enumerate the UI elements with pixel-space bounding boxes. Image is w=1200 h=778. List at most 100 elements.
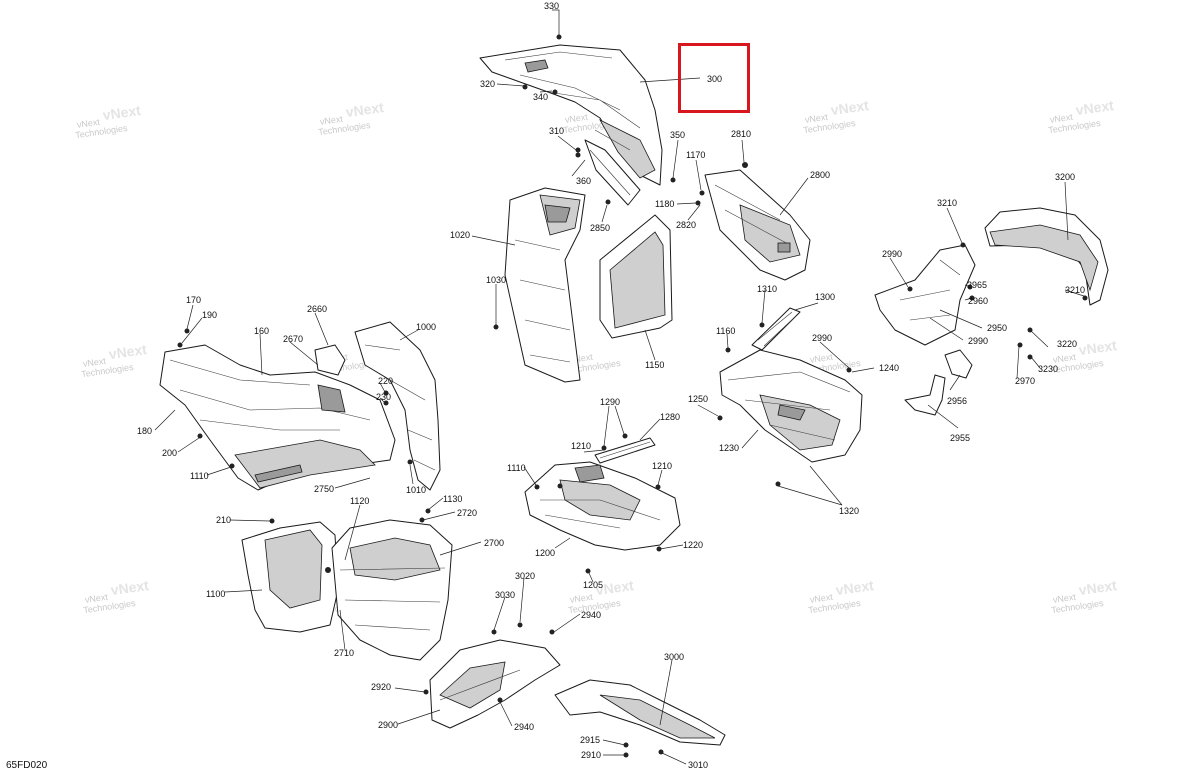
callout-1150[interactable]: 1150 bbox=[645, 360, 664, 370]
part-1020-inner-panel[interactable] bbox=[504, 187, 586, 383]
callout-2720[interactable]: 2720 bbox=[457, 508, 477, 518]
callout-2670[interactable]: 2670 bbox=[283, 334, 303, 344]
callout-1210a[interactable]: 1210 bbox=[571, 441, 591, 451]
callout-2990c[interactable]: 2990 bbox=[812, 333, 832, 343]
callout-1320[interactable]: 1320 bbox=[839, 506, 859, 516]
callout-3220[interactable]: 3220 bbox=[1057, 339, 1077, 349]
part-1100-lower-left-panel[interactable] bbox=[241, 521, 339, 633]
callout-labels: 330 320 340 300 310 350 360 2810 1170 11… bbox=[137, 1, 1085, 770]
callout-2900[interactable]: 2900 bbox=[378, 720, 398, 730]
part-2700-door-panel[interactable] bbox=[331, 519, 453, 661]
part-2955-plate[interactable] bbox=[904, 374, 946, 416]
callout-1280[interactable]: 1280 bbox=[660, 412, 680, 422]
callout-1020[interactable]: 1020 bbox=[450, 230, 470, 240]
callout-3210b[interactable]: 3210 bbox=[1065, 285, 1085, 295]
svg-text:vNext: vNext bbox=[809, 352, 834, 365]
callout-1130[interactable]: 1130 bbox=[443, 494, 462, 504]
callout-1310[interactable]: 1310 bbox=[757, 284, 777, 294]
callout-3030[interactable]: 3030 bbox=[495, 590, 515, 600]
watermark: vNext vNext Technologies bbox=[83, 577, 150, 615]
callout-2955[interactable]: 2955 bbox=[950, 433, 970, 443]
callout-330[interactable]: 330 bbox=[544, 1, 559, 11]
part-360-bracket[interactable] bbox=[584, 139, 641, 206]
callout-2700[interactable]: 2700 bbox=[484, 538, 504, 548]
part-2660-bracket[interactable] bbox=[314, 344, 346, 376]
part-300-front-cowl[interactable] bbox=[479, 44, 663, 186]
part-2956-small-bracket[interactable] bbox=[944, 349, 973, 379]
callout-180[interactable]: 180 bbox=[137, 426, 152, 436]
callout-160[interactable]: 160 bbox=[254, 326, 269, 336]
callout-3230[interactable]: 3230 bbox=[1038, 364, 1058, 374]
callout-1250[interactable]: 1250 bbox=[688, 394, 708, 404]
part-1280-step-plate[interactable] bbox=[594, 437, 656, 464]
callout-2965[interactable]: 2965 bbox=[967, 280, 987, 290]
callout-190[interactable]: 190 bbox=[202, 310, 217, 320]
part-1230-floor-right[interactable] bbox=[719, 349, 863, 463]
part-3200-side-cover[interactable] bbox=[984, 207, 1109, 306]
callout-300[interactable]: 300 bbox=[707, 74, 722, 84]
callout-2990b[interactable]: 2990 bbox=[968, 336, 988, 346]
callout-310[interactable]: 310 bbox=[549, 126, 564, 136]
callout-2920[interactable]: 2920 bbox=[371, 682, 391, 692]
callout-230[interactable]: 230 bbox=[376, 392, 391, 402]
callout-340[interactable]: 340 bbox=[533, 92, 548, 102]
callout-1200[interactable]: 1200 bbox=[535, 548, 555, 558]
part-1300-grille[interactable] bbox=[751, 307, 801, 351]
callout-1120[interactable]: 1120 bbox=[350, 496, 369, 506]
part-2950-bracket[interactable] bbox=[874, 244, 976, 346]
callout-200[interactable]: 200 bbox=[162, 448, 177, 458]
callout-3210a[interactable]: 3210 bbox=[937, 198, 957, 208]
callout-1010[interactable]: 1010 bbox=[406, 485, 426, 495]
callout-1030[interactable]: 1030 bbox=[486, 275, 506, 285]
part-2900-lower-center[interactable] bbox=[429, 639, 561, 729]
svg-text:vNext: vNext bbox=[595, 577, 635, 598]
callout-1110b[interactable]: 1110 bbox=[190, 471, 209, 481]
callout-1230[interactable]: 1230 bbox=[719, 443, 739, 453]
callout-1210b[interactable]: 1210 bbox=[652, 461, 672, 471]
part-2800-right-panel[interactable] bbox=[704, 169, 811, 281]
callout-1180[interactable]: 1180 bbox=[655, 199, 674, 209]
callout-2970[interactable]: 2970 bbox=[1015, 376, 1035, 386]
callout-3020[interactable]: 3020 bbox=[515, 571, 535, 581]
callout-2810[interactable]: 2810 bbox=[731, 129, 751, 139]
callout-360[interactable]: 360 bbox=[576, 176, 591, 186]
callout-1160[interactable]: 1160 bbox=[716, 326, 735, 336]
part-160-left-fender[interactable] bbox=[159, 344, 396, 491]
part-1200-center-floor[interactable] bbox=[524, 461, 681, 551]
callout-170[interactable]: 170 bbox=[186, 295, 201, 305]
callout-1290[interactable]: 1290 bbox=[600, 397, 620, 407]
callout-2660[interactable]: 2660 bbox=[307, 304, 327, 314]
part-1150-side-panel[interactable] bbox=[599, 214, 673, 339]
callout-2710[interactable]: 2710 bbox=[334, 648, 354, 658]
callout-210[interactable]: 210 bbox=[216, 515, 231, 525]
callout-320[interactable]: 320 bbox=[480, 79, 495, 89]
callout-2915[interactable]: 2915 bbox=[580, 735, 600, 745]
callout-220[interactable]: 220 bbox=[378, 376, 393, 386]
callout-3010[interactable]: 3010 bbox=[688, 760, 708, 770]
callout-2990a[interactable]: 2990 bbox=[882, 249, 902, 259]
callout-1205[interactable]: 1205 bbox=[583, 580, 603, 590]
callout-1300[interactable]: 1300 bbox=[815, 292, 835, 302]
callout-350[interactable]: 350 bbox=[670, 130, 685, 140]
callout-1000[interactable]: 1000 bbox=[416, 322, 436, 332]
callout-2940a[interactable]: 2940 bbox=[581, 610, 601, 620]
callout-2910[interactable]: 2910 bbox=[581, 750, 601, 760]
callout-2820[interactable]: 2820 bbox=[676, 220, 696, 230]
part-3000-lower-trim[interactable] bbox=[554, 679, 726, 746]
callout-1220[interactable]: 1220 bbox=[683, 540, 703, 550]
callout-2800[interactable]: 2800 bbox=[810, 170, 830, 180]
callout-1240[interactable]: 1240 bbox=[879, 363, 899, 373]
callout-3200[interactable]: 3200 bbox=[1055, 172, 1075, 182]
svg-text:vNext: vNext bbox=[809, 592, 834, 605]
callout-3000[interactable]: 3000 bbox=[664, 652, 684, 662]
callout-1170[interactable]: 1170 bbox=[686, 150, 705, 160]
callout-2750[interactable]: 2750 bbox=[314, 484, 334, 494]
part-1000-inner-panel[interactable] bbox=[354, 321, 441, 491]
callout-2950[interactable]: 2950 bbox=[987, 323, 1007, 333]
callout-1100[interactable]: 1100 bbox=[206, 589, 225, 599]
callout-2940b[interactable]: 2940 bbox=[514, 722, 534, 732]
callout-2956[interactable]: 2956 bbox=[947, 396, 967, 406]
callout-1110a[interactable]: 1110 bbox=[507, 463, 526, 473]
callout-2960[interactable]: 2960 bbox=[968, 296, 988, 306]
callout-2850[interactable]: 2850 bbox=[590, 223, 610, 233]
